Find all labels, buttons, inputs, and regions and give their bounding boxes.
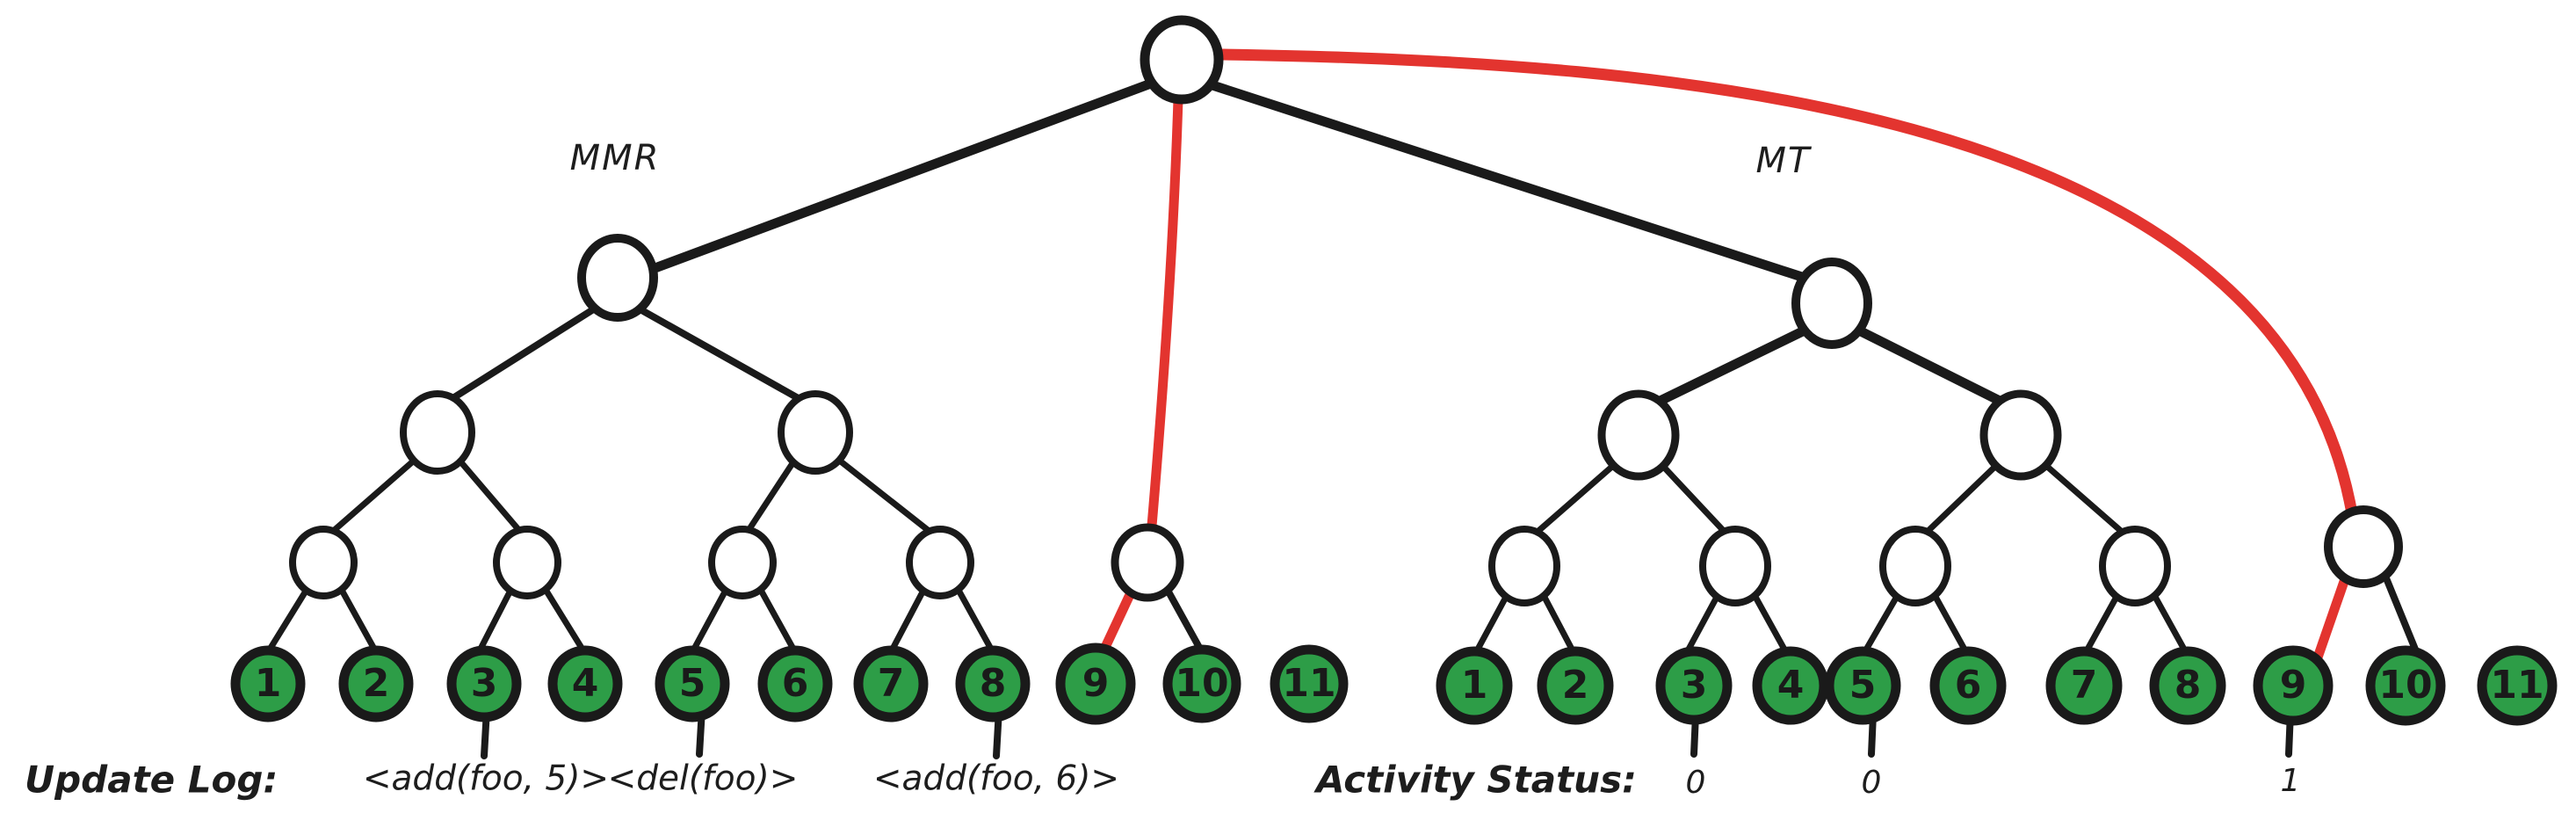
leaf-label: 3: [471, 661, 498, 706]
mt-node-l2b: [1979, 389, 2062, 481]
leaf-label: 1: [1461, 663, 1488, 708]
activity-status-value: 1: [2281, 763, 2301, 799]
activity-status-value: 0: [1686, 765, 1706, 801]
mmr-node-l2b: [778, 390, 853, 475]
list-item: 7: [853, 645, 929, 722]
activity-status-value: 0: [1862, 765, 1882, 801]
activity-status-caption: Activity Status:: [1313, 759, 1637, 802]
list-item: 2: [338, 645, 414, 722]
leaf-label: 4: [572, 661, 599, 706]
list-item: 5: [655, 645, 730, 722]
list-item: 1: [1436, 646, 1513, 725]
leaf-label: 4: [1777, 663, 1805, 708]
mt-node-l3b: [1699, 526, 1771, 606]
leaf-label: 5: [679, 661, 706, 706]
update-log-entry: <add(foo, 6)>: [873, 759, 1119, 799]
leaf-label: 2: [1562, 663, 1589, 708]
mmr-internal-nodes[interactable]: [289, 234, 1184, 602]
list-item: 3: [446, 645, 522, 722]
list-item: 3: [1655, 646, 1733, 725]
mmr-node-l3d: [906, 526, 974, 599]
mmr-node-l3c: [708, 526, 777, 599]
update-log-entry: <add(foo, 5)>: [363, 759, 609, 799]
leaf-label: 8: [980, 661, 1007, 706]
red-edge-root-to-mmr-branch: [1146, 94, 1183, 541]
leaf-label: 9: [2280, 663, 2307, 708]
leaf-label: 1: [255, 661, 282, 706]
leaf-label: 8: [2174, 663, 2202, 708]
mmr-tree-label: MMR: [570, 138, 661, 178]
leaf-label: 2: [363, 661, 390, 706]
list-item: 10: [2365, 645, 2446, 726]
list-item: 4: [1752, 646, 1829, 725]
list-item: 10: [1162, 644, 1241, 723]
update-log-caption: Update Log:: [25, 759, 278, 802]
list-item: 8: [2149, 646, 2226, 725]
red-edge-mt-to-leaf9: [2312, 566, 2353, 663]
mmr-node-l3b: [493, 526, 561, 599]
leaf-label: 3: [1681, 663, 1708, 708]
leaf-label: 11: [1282, 661, 1335, 706]
leaf-label: 7: [878, 661, 905, 706]
mt-node-l1: [1791, 258, 1872, 349]
list-item: 11: [1270, 644, 1349, 723]
list-item: 11: [2477, 645, 2558, 726]
leaf-label: 5: [1849, 663, 1877, 708]
list-item: 6: [757, 645, 833, 722]
mmr-node-l2a: [400, 390, 475, 475]
mt-node-l3a: [1488, 526, 1560, 606]
annotation-ticks: [481, 687, 2295, 759]
mmr-node-leaf9-parent: [1111, 523, 1184, 602]
leaf-label: 11: [2490, 663, 2543, 708]
leaf-label: 6: [782, 661, 809, 706]
root-node[interactable]: [1140, 15, 1224, 105]
red-highlight-edges: [1096, 48, 2359, 663]
mmr-node-l1: [577, 234, 658, 322]
mt-node-l3c: [1879, 526, 1951, 606]
list-item: 4: [547, 645, 623, 722]
list-item: 9: [1055, 643, 1136, 725]
leaf-label: 9: [1082, 661, 1110, 706]
mt-internal-nodes[interactable]: [1488, 258, 2403, 606]
mt-node-l2a: [1597, 389, 1680, 481]
mt-edges: [1202, 78, 2421, 659]
mmr-node-l3a: [289, 526, 358, 599]
list-item: 9: [2253, 645, 2334, 726]
leaf-label: 7: [2071, 663, 2098, 708]
list-item: 6: [1929, 646, 2007, 725]
mt-leaves[interactable]: 1 2 3 4 5 6 7 8: [1436, 645, 2558, 726]
mt-tree-label: MT: [1756, 141, 1813, 181]
leaf-label: 10: [2378, 663, 2432, 708]
update-log-entry: <del(foo)>: [608, 759, 799, 799]
list-item: 8: [955, 645, 1031, 722]
red-edge-root-to-mt-branch: [1217, 48, 2359, 525]
list-item: 5: [1824, 646, 1901, 725]
mmr-leaves[interactable]: 1 2 3 4 5 6 7 8: [230, 643, 1349, 725]
mt-node-leaf9-parent: [2324, 505, 2403, 588]
leaf-label: 10: [1175, 661, 1228, 706]
list-item: 7: [2045, 646, 2123, 725]
list-item: 2: [1537, 646, 1614, 725]
mt-node-l3d: [2099, 526, 2171, 606]
red-edge-mmr-to-leaf9: [1096, 582, 1139, 660]
leaf-label: 6: [1955, 663, 1982, 708]
mmr-edges: [264, 76, 1205, 656]
list-item: 1: [230, 645, 306, 722]
